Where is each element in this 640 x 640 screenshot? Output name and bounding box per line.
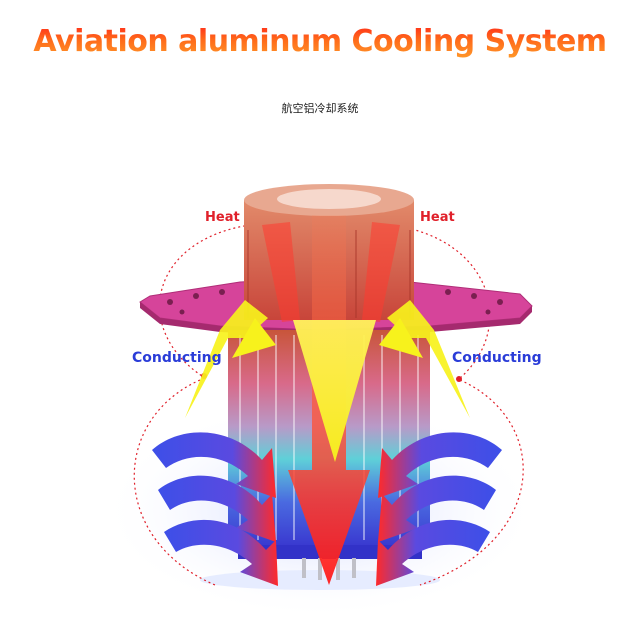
heat-label-left: Heat bbox=[205, 210, 240, 225]
air-arrows-right bbox=[376, 432, 502, 586]
page-subtitle: 航空铝冷却系统 bbox=[281, 102, 359, 115]
flange-holes bbox=[167, 289, 503, 315]
page-title: Aviation aluminum Cooling System bbox=[0, 24, 640, 59]
conduct-arrow-right bbox=[387, 300, 470, 418]
conduct-arrow-left bbox=[185, 300, 268, 418]
heat-label-right: Heat bbox=[420, 210, 455, 225]
heat-flow-curve-left bbox=[159, 224, 251, 379]
heat-arrow-right bbox=[362, 222, 400, 322]
top-cylinder-bore bbox=[277, 189, 381, 209]
conduct-arrow-left-head bbox=[232, 318, 276, 358]
conducting-label-right: Conducting bbox=[452, 350, 542, 366]
conduct-arrow-right-head bbox=[379, 318, 423, 358]
conduct-flow-curve-right bbox=[419, 379, 524, 586]
heat-arrow-left bbox=[262, 222, 300, 322]
terminal-pins bbox=[302, 558, 356, 580]
conduct-arrow-center bbox=[293, 320, 376, 462]
conduct-flow-curve-left bbox=[133, 379, 216, 586]
conducting-label-left: Conducting bbox=[132, 350, 222, 366]
air-arrows-left bbox=[152, 432, 278, 586]
heat-flow-curve-right bbox=[391, 224, 491, 379]
conduct-arrow-tip-right bbox=[456, 376, 462, 382]
